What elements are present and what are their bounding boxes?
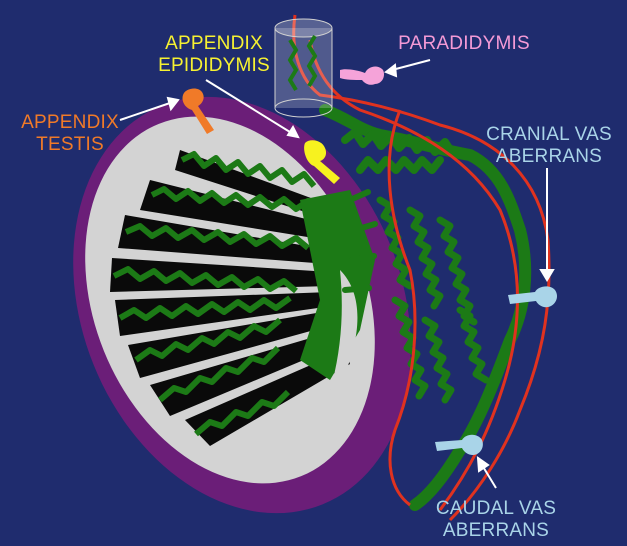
label-appendix-epididymis: APPENDIX EPIDIDYMIS	[149, 33, 279, 77]
label-cranial-vas-aberrans: CRANIAL VAS ABERRANS	[484, 124, 614, 168]
label-cranial-vas-aberrans-line1: CRANIAL VAS	[484, 124, 614, 146]
label-caudal-vas-aberrans-line2: ABERRANS	[431, 520, 561, 542]
label-appendix-epididymis-line2: EPIDIDYMIS	[149, 55, 279, 77]
label-cranial-vas-aberrans-line2: ABERRANS	[484, 146, 614, 168]
label-paradidymis: PARADIDYMIS	[397, 33, 531, 55]
label-appendix-epididymis-line1: APPENDIX	[149, 33, 279, 55]
label-appendix-testis-line1: APPENDIX	[18, 112, 122, 134]
label-appendix-testis-line2: TESTIS	[18, 134, 122, 156]
label-appendix-testis: APPENDIX TESTIS	[18, 112, 122, 156]
label-caudal-vas-aberrans-line1: CAUDAL VAS	[431, 498, 561, 520]
label-paradidymis-line1: PARADIDYMIS	[397, 33, 531, 55]
paradidymis-cylinder	[275, 19, 332, 117]
label-caudal-vas-aberrans: CAUDAL VAS ABERRANS	[431, 498, 561, 542]
